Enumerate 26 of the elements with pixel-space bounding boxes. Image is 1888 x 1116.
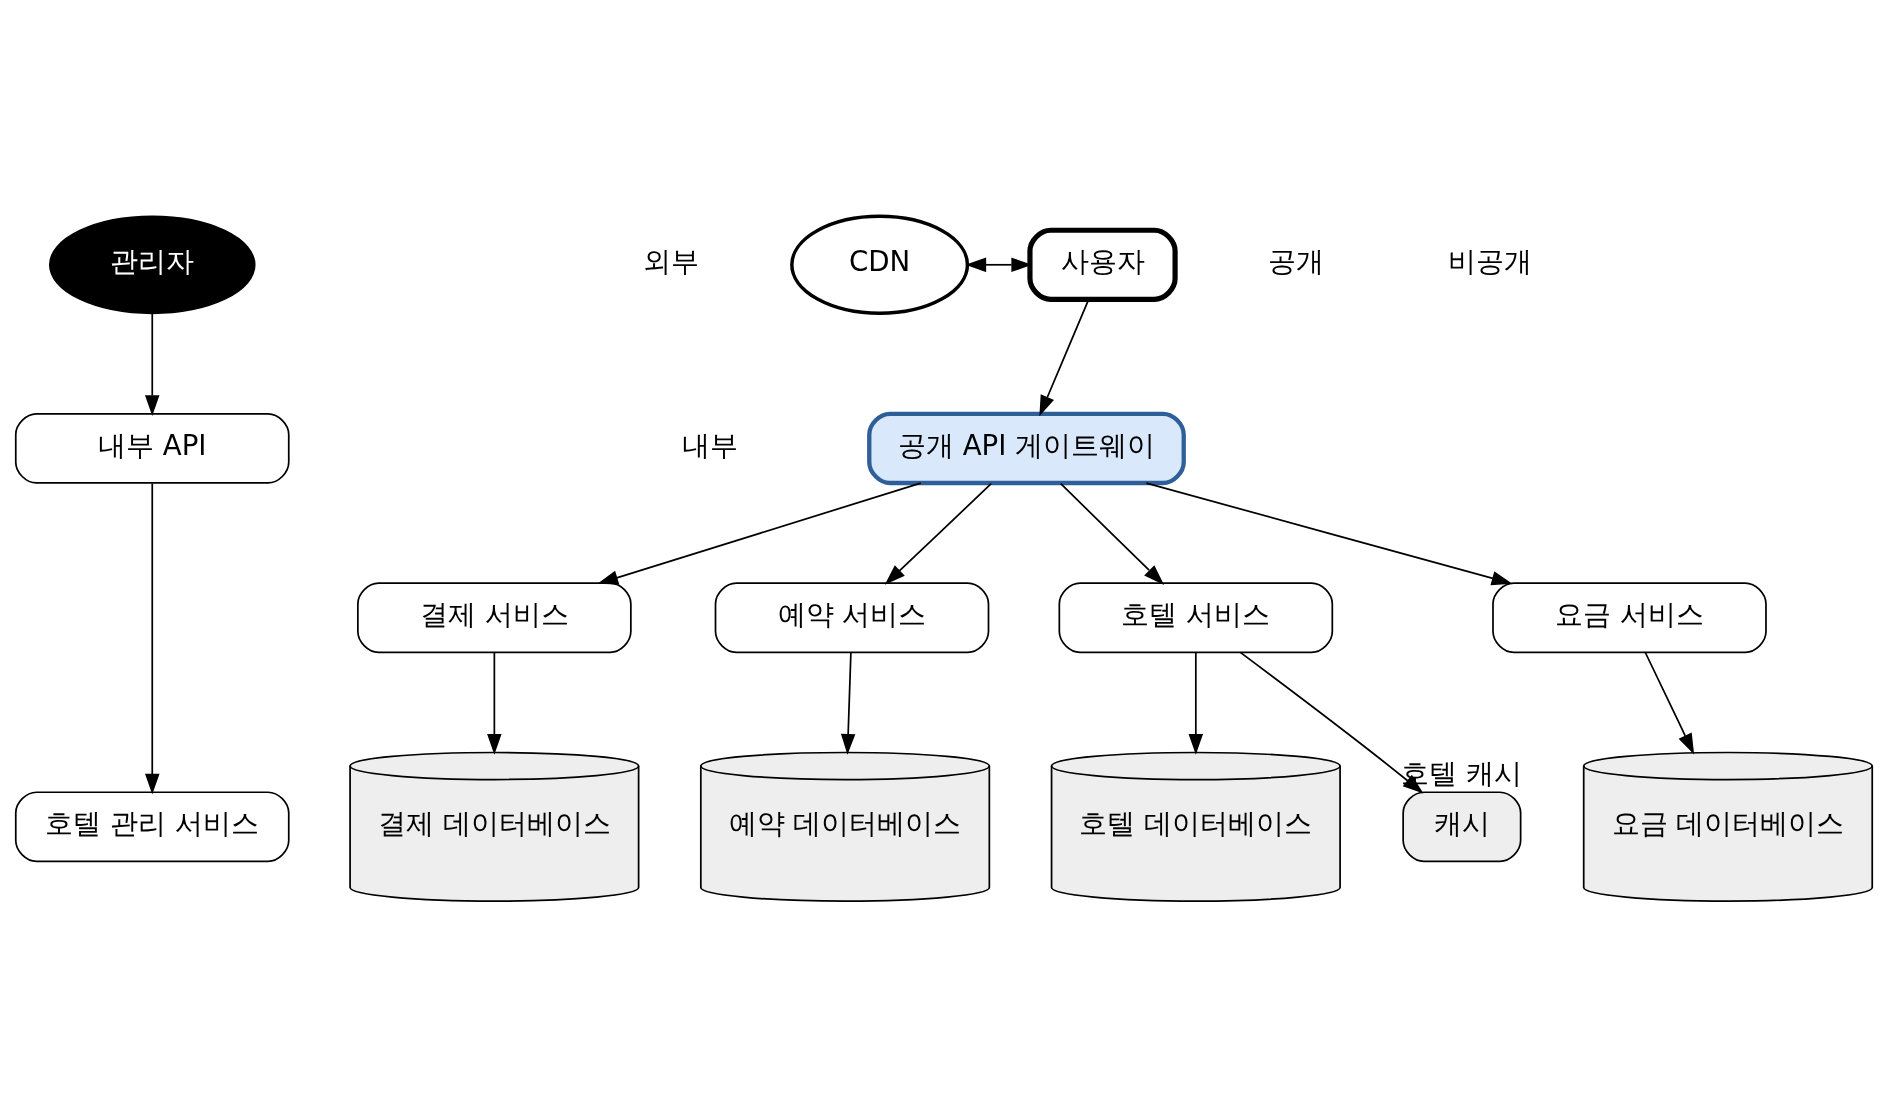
node-box: 공개 API 게이트웨이 — [867, 411, 1186, 485]
arrow — [1145, 481, 1513, 585]
arrow — [884, 482, 993, 585]
node-box: 예약 서비스 — [714, 581, 990, 653]
arrow — [145, 482, 160, 794]
node-box: 결제 서비스 — [357, 581, 632, 653]
node-box: 내부 API — [14, 412, 290, 484]
arrow — [1644, 651, 1695, 754]
label: 공개 — [1268, 244, 1325, 278]
node-box: 요금 서비스 — [1492, 581, 1767, 653]
node-box: 캐시 — [1402, 790, 1522, 862]
node-ellipse: 관리자 — [48, 214, 256, 314]
arrow — [597, 481, 922, 585]
node-box: 호텔 서비스 — [1058, 581, 1334, 653]
arrow — [1188, 651, 1204, 755]
node-box: 사용자 — [1027, 227, 1178, 302]
node-ellipse: CDN — [790, 214, 970, 315]
label: 비공개 — [1447, 244, 1532, 278]
arrow — [145, 312, 160, 416]
node-box: 호텔 관리 서비스 — [14, 790, 290, 862]
arrow — [1059, 482, 1165, 585]
arrow — [1239, 651, 1424, 794]
arrow — [840, 651, 856, 755]
label: 내부 — [682, 428, 739, 462]
arrow — [487, 651, 502, 755]
label: 외부 — [642, 244, 699, 278]
